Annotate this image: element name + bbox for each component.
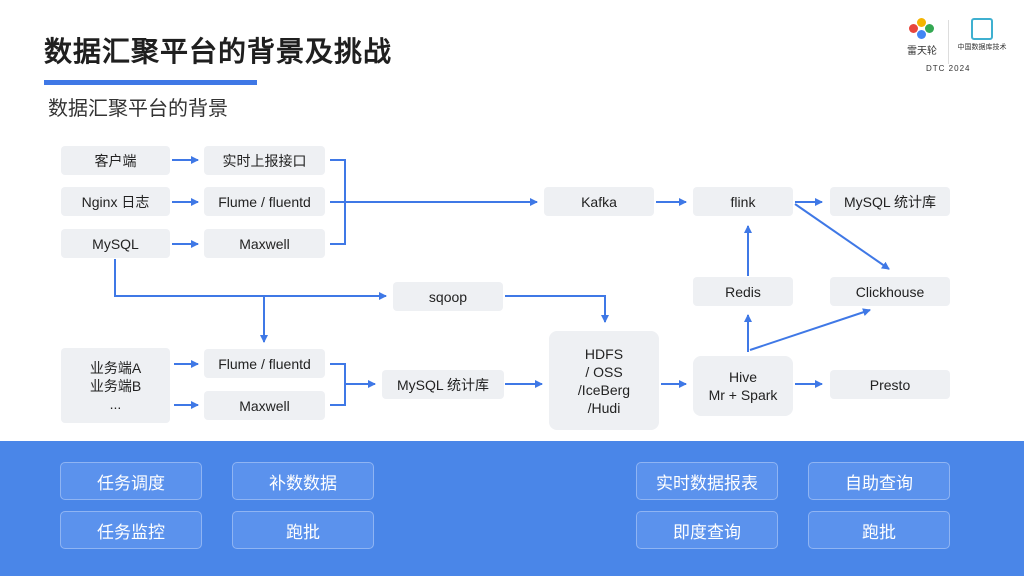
node-kafka-label: Kafka bbox=[581, 193, 617, 210]
brand-logo: 雷天轮 bbox=[900, 16, 944, 57]
adhoc-query-button[interactable]: 即度查询 bbox=[636, 511, 778, 549]
backfill-data-button[interactable]: 补数数据 bbox=[232, 462, 374, 500]
node-presto-label: Presto bbox=[869, 376, 911, 393]
node-maxwell-bottom-label: Maxwell bbox=[239, 397, 290, 414]
cube-icon bbox=[971, 18, 993, 40]
brand-logo-icon bbox=[909, 18, 935, 40]
node-flume-top: Flume / fluentd bbox=[204, 187, 325, 216]
event-label: DTC 2024 bbox=[926, 64, 971, 73]
node-business-clients: 业务端A 业务端B ... bbox=[61, 348, 170, 423]
node-mysql-stats-top: MySQL 统计库 bbox=[830, 187, 950, 216]
node-redis-label: Redis bbox=[725, 283, 761, 300]
self-service-query-button[interactable]: 自助查询 bbox=[808, 462, 950, 500]
node-flume-top-label: Flume / fluentd bbox=[218, 193, 311, 210]
node-sqoop: sqoop bbox=[393, 282, 503, 311]
node-mysql-stats-bottom: MySQL 统计库 bbox=[382, 370, 504, 399]
node-realtime-report-api-label: 实时上报接口 bbox=[222, 152, 307, 169]
logo-divider bbox=[948, 20, 949, 64]
capability-panel: 任务调度 补数数据 任务监控 跑批 实时数据报表 自助查询 即度查询 跑批 bbox=[0, 441, 1024, 576]
brand-logo-name: 雷天轮 bbox=[907, 46, 937, 57]
node-hive-label: Hive Mr + Spark bbox=[708, 369, 778, 403]
node-hdfs-storage: HDFS / OSS /IceBerg /Hudi bbox=[549, 331, 659, 430]
node-mysql-source: MySQL bbox=[61, 229, 170, 258]
node-realtime-report-api: 实时上报接口 bbox=[204, 146, 325, 175]
node-presto: Presto bbox=[830, 370, 950, 399]
rerun-batch-left-button[interactable]: 跑批 bbox=[232, 511, 374, 549]
node-flink-label: flink bbox=[730, 193, 756, 210]
node-nginx-log-label: Nginx 日志 bbox=[81, 193, 150, 210]
task-monitor-button[interactable]: 任务监控 bbox=[60, 511, 202, 549]
node-clickhouse-label: Clickhouse bbox=[855, 283, 925, 300]
conference-logo: 中国数据库技术 bbox=[954, 16, 1010, 52]
arrow-flink-to-clickhouse bbox=[794, 203, 890, 270]
node-flume-bottom-label: Flume / fluentd bbox=[218, 355, 311, 372]
node-mysql-stats-top-label: MySQL 统计库 bbox=[843, 193, 937, 210]
arrow-hive-to-clickhouse bbox=[749, 308, 871, 351]
logo-group: 雷天轮 中国数据库技术 DTC 2024 bbox=[900, 16, 1010, 76]
node-redis: Redis bbox=[693, 277, 793, 306]
page-title: 数据汇聚平台的背景及挑战 bbox=[44, 36, 393, 67]
node-clickhouse: Clickhouse bbox=[830, 277, 950, 306]
node-hdfs-storage-label: HDFS / OSS /IceBerg /Hudi bbox=[577, 345, 631, 416]
section-subtitle: 数据汇聚平台的背景 bbox=[48, 98, 228, 120]
node-client-label: 客户端 bbox=[94, 152, 137, 169]
node-maxwell-bottom: Maxwell bbox=[204, 391, 325, 420]
arrow-sqoop-to-hdfs bbox=[505, 295, 609, 323]
node-flink: flink bbox=[693, 187, 793, 216]
node-mysql-stats-bottom-label: MySQL 统计库 bbox=[396, 376, 490, 393]
node-maxwell-top: Maxwell bbox=[204, 229, 325, 258]
node-business-clients-label: 业务端A 业务端B ... bbox=[89, 359, 142, 412]
node-client: 客户端 bbox=[61, 146, 170, 175]
node-hive: Hive Mr + Spark bbox=[693, 356, 793, 416]
title-underline bbox=[44, 80, 257, 85]
node-maxwell-top-label: Maxwell bbox=[239, 235, 290, 252]
node-flume-bottom: Flume / fluentd bbox=[204, 349, 325, 378]
conference-logo-name: 中国数据库技术 bbox=[957, 44, 1007, 51]
task-schedule-button[interactable]: 任务调度 bbox=[60, 462, 202, 500]
bracket-bottom-collectors bbox=[330, 363, 346, 406]
node-mysql-source-label: MySQL bbox=[92, 235, 139, 252]
realtime-report-button[interactable]: 实时数据报表 bbox=[636, 462, 778, 500]
node-sqoop-label: sqoop bbox=[428, 288, 468, 305]
node-kafka: Kafka bbox=[544, 187, 654, 216]
arrow-mysql-to-sqoop bbox=[114, 259, 387, 300]
rerun-batch-right-button[interactable]: 跑批 bbox=[808, 511, 950, 549]
node-nginx-log: Nginx 日志 bbox=[61, 187, 170, 216]
